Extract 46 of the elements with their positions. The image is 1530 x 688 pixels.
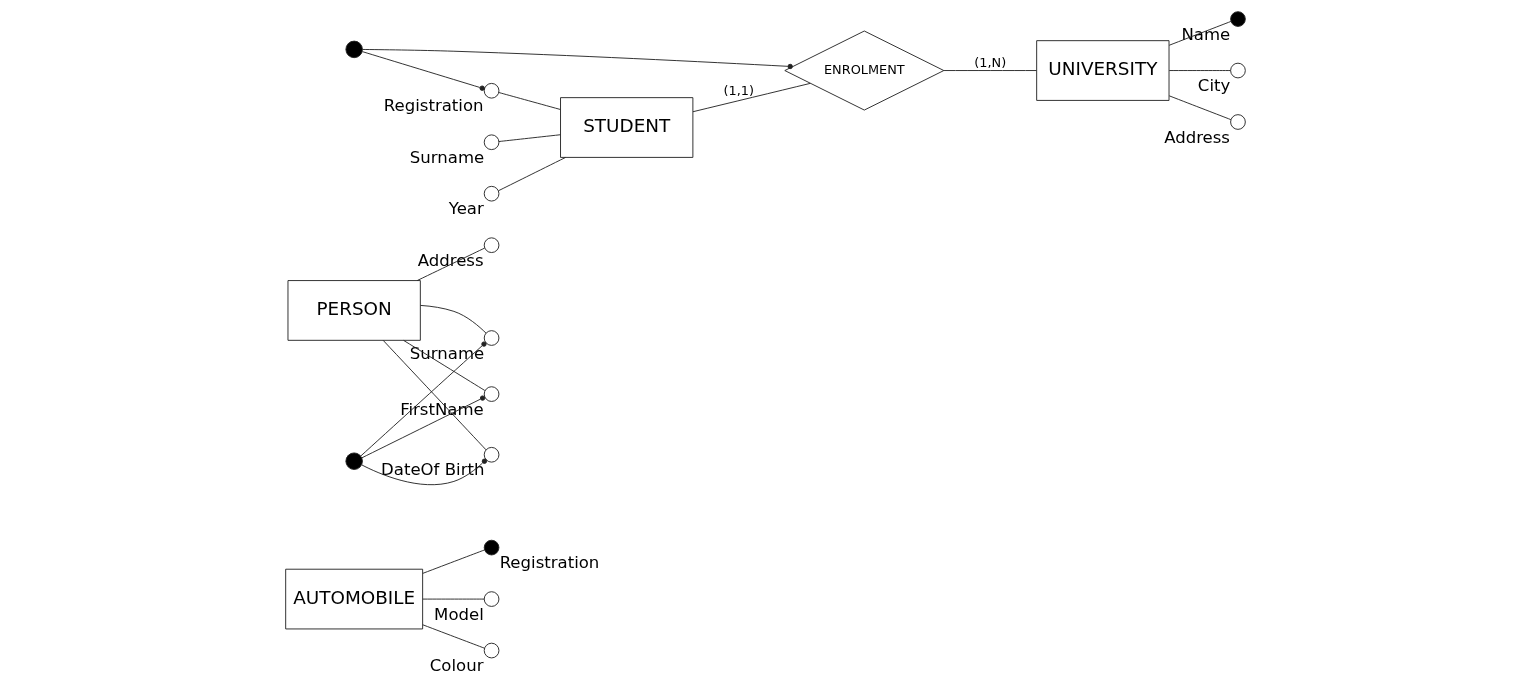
node-circle <box>483 330 499 346</box>
connector <box>497 92 561 110</box>
node-label: Surname <box>409 147 484 167</box>
connector <box>360 458 487 486</box>
node-label: City <box>1197 76 1230 96</box>
node-circle <box>344 40 363 59</box>
connector <box>382 339 486 451</box>
edge-label: (1,N) <box>973 55 1006 71</box>
connector <box>421 598 485 600</box>
node-circle <box>483 82 499 99</box>
node-circle <box>483 642 499 659</box>
node-label: Model <box>433 604 484 624</box>
node-label: Address <box>1163 127 1230 147</box>
connector <box>1168 95 1231 121</box>
node-circle <box>483 591 499 607</box>
node-circle <box>483 185 499 202</box>
node-box: STUDENT <box>559 97 693 158</box>
node-label: Year <box>448 199 484 219</box>
connector <box>419 304 486 334</box>
connector <box>943 70 1037 71</box>
node-circle <box>1229 62 1246 79</box>
node-circle <box>483 539 499 556</box>
node-box: AUTOMOBILE <box>284 568 423 630</box>
node-circle <box>1229 114 1246 130</box>
connector <box>692 82 811 113</box>
connector <box>421 624 485 649</box>
node-circle <box>483 134 499 151</box>
connector <box>497 157 566 192</box>
node-box: PERSON <box>287 280 421 341</box>
connector <box>361 51 485 91</box>
node-circle <box>483 386 499 402</box>
node-label: DateOf Birth <box>380 460 484 480</box>
connector <box>361 49 793 70</box>
node-box: UNIVERSITY <box>1035 40 1169 101</box>
node-diamond: ENROLMENT <box>783 30 944 111</box>
node-label: Registration <box>383 96 484 116</box>
node-circle <box>483 237 499 253</box>
connector <box>359 341 487 457</box>
connector <box>497 134 561 142</box>
connector <box>1168 70 1231 71</box>
edge-label: (1,1) <box>723 82 754 98</box>
node-label: Registration <box>499 553 599 573</box>
node-circle <box>1229 11 1246 27</box>
node-label: Colour <box>429 656 483 676</box>
connector <box>421 549 485 574</box>
node-circle <box>344 452 363 470</box>
